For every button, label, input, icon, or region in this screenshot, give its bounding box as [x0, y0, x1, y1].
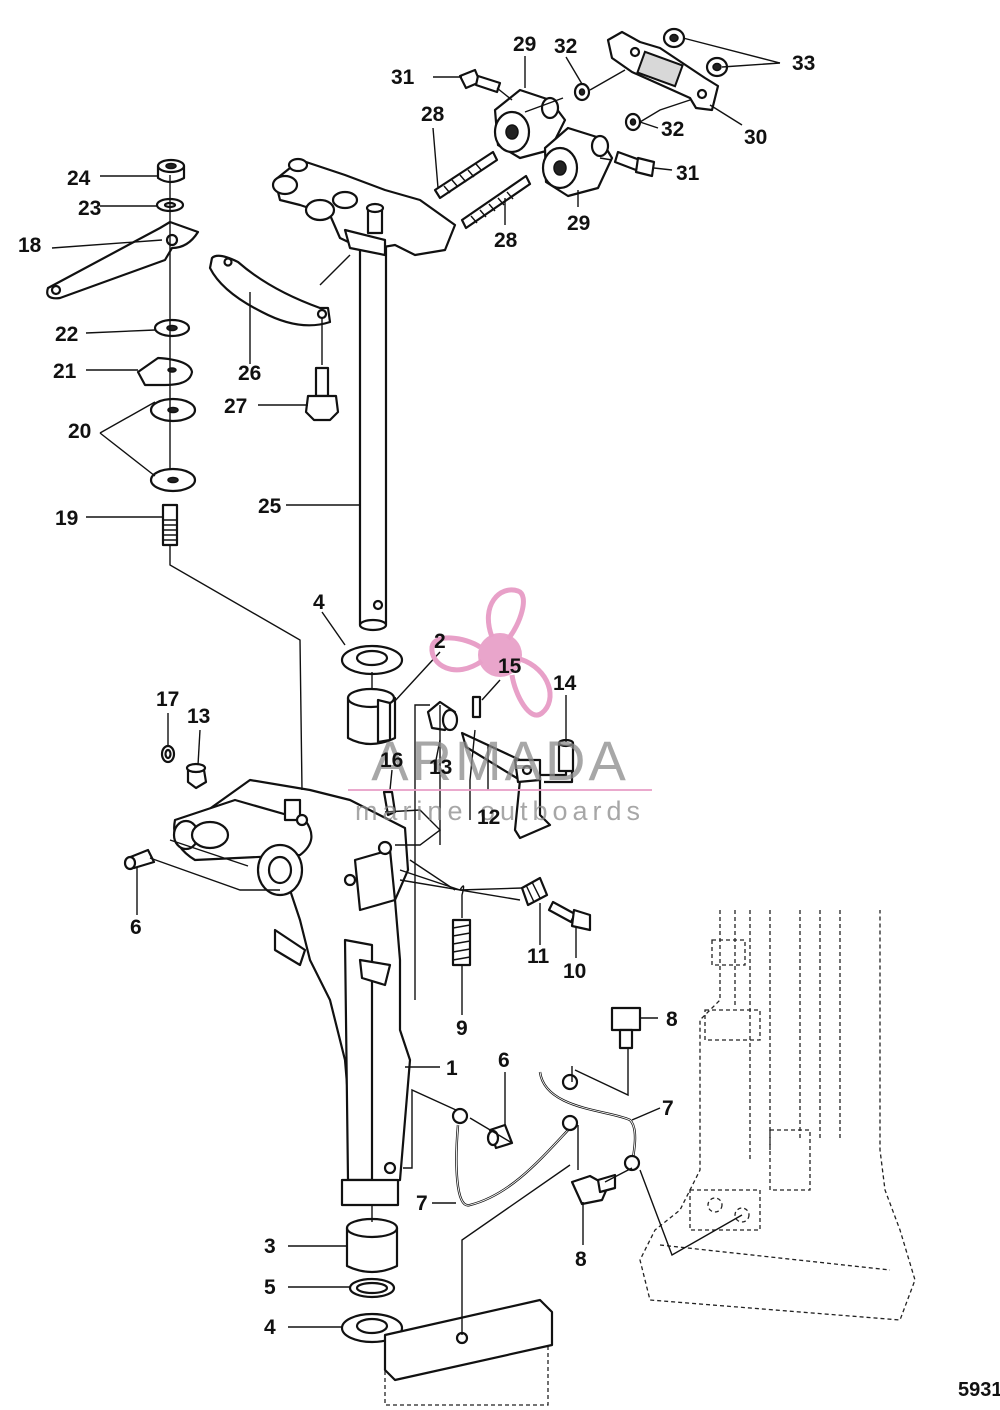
- callout-8-top: 8: [666, 1008, 678, 1031]
- callout-28-top: 28: [421, 103, 445, 126]
- ground-wire-7b: [538, 1071, 641, 1172]
- callout-13-right: 13: [429, 756, 452, 779]
- bolt-31-bottom: [613, 150, 656, 178]
- bolt-10: [547, 900, 592, 932]
- callout-8-bottom: 8: [575, 1248, 587, 1271]
- washer-17: [160, 744, 176, 764]
- callout-9: 9: [456, 1017, 468, 1040]
- hose-bracket: [208, 254, 332, 327]
- spring-11: [520, 876, 549, 907]
- callout-leaders: [51, 37, 781, 1328]
- callout-18: 18: [18, 234, 42, 257]
- callout-3: 3: [264, 1235, 276, 1258]
- callout-25: 25: [258, 495, 282, 518]
- callout-6-left: 6: [130, 916, 142, 939]
- bolt-8-top: [610, 1006, 642, 1050]
- callout-21: 21: [53, 360, 77, 383]
- callout-29-bottom: 29: [567, 212, 590, 235]
- callout-24: 24: [67, 167, 91, 190]
- watermark-brand: ARMADA: [371, 729, 629, 792]
- nut-33-top: [662, 27, 686, 49]
- callout-16: 16: [380, 749, 403, 772]
- callout-31-top: 31: [391, 66, 415, 89]
- callout-29-top: 29: [513, 33, 536, 56]
- bolt-31-top: [458, 68, 502, 94]
- washer-20a: [149, 397, 197, 423]
- mount-29-bottom: [541, 126, 614, 198]
- callout-13-left: 13: [187, 705, 210, 728]
- callout-7-left: 7: [416, 1192, 428, 1215]
- callout-33: 33: [792, 52, 815, 75]
- bushing-3: [345, 1217, 399, 1274]
- washer-4-top: [340, 644, 404, 676]
- callout-4-bottom: 4: [264, 1316, 276, 1339]
- callout-11: 11: [527, 945, 550, 968]
- grease-fitting-6-left: [123, 848, 156, 871]
- callout-15: 15: [498, 655, 522, 678]
- callout-28-bottom: 28: [494, 229, 518, 252]
- washer-5: [348, 1277, 396, 1299]
- steering-tube: [358, 233, 388, 632]
- washer-22: [153, 318, 191, 338]
- plate-21: [136, 356, 194, 387]
- assembly-lines: [149, 69, 743, 1335]
- callout-23: 23: [78, 197, 101, 220]
- callout-32-top: 32: [554, 35, 577, 58]
- callout-17: 17: [156, 688, 179, 711]
- callout-30: 30: [744, 126, 767, 149]
- callout-1: 1: [446, 1057, 458, 1080]
- stud-28-top: [433, 150, 499, 200]
- bushing-2: [346, 687, 397, 746]
- bushing-13-left: [185, 762, 208, 790]
- pin-15: [471, 695, 482, 719]
- bracket-30: [606, 30, 720, 112]
- spring-9: [451, 885, 472, 982]
- nut-33-bottom: [705, 56, 729, 78]
- callout-31-bottom: 31: [676, 162, 700, 185]
- swivel-bracket: [172, 778, 412, 1207]
- callout-12: 12: [477, 806, 500, 829]
- stud-28-bottom: [460, 174, 532, 230]
- callout-14: 14: [553, 672, 577, 695]
- bushing-13: [426, 700, 459, 732]
- ground-wire-7a: [451, 1107, 579, 1207]
- watermark-tagline: marine outboards: [355, 796, 645, 826]
- callout-20: 20: [68, 420, 91, 443]
- callout-4-top: 4: [313, 591, 325, 614]
- washer-32-top: [573, 82, 591, 102]
- callout-27: 27: [224, 395, 247, 418]
- callout-22: 22: [55, 323, 78, 346]
- anode-plate: [383, 1298, 554, 1382]
- washer-32-bottom: [624, 112, 642, 132]
- bolt-8-bottom: [570, 1173, 617, 1206]
- callout-26: 26: [238, 362, 261, 385]
- lower-unit-outline: [384, 910, 916, 1406]
- callout-7-right: 7: [662, 1097, 674, 1120]
- steering-link: [46, 220, 200, 300]
- nut-24: [156, 158, 186, 184]
- callout-labels: 1 2 3 4 4 5 6 6 7 7 8 8 9 10 11 12 13 13…: [18, 33, 815, 1339]
- steering-arm-yoke: [271, 157, 457, 257]
- callout-2: 2: [434, 630, 446, 653]
- mount-29-top: [493, 88, 567, 160]
- callout-5: 5: [264, 1276, 276, 1299]
- bolt-27: [304, 366, 340, 422]
- washer-20b: [149, 467, 197, 493]
- callout-19: 19: [55, 507, 78, 530]
- stud-19: [161, 503, 179, 547]
- callout-6-right: 6: [498, 1049, 510, 1072]
- propeller-logo-icon: [429, 587, 553, 718]
- callout-10: 10: [563, 960, 586, 983]
- lock-lever-12: [460, 731, 574, 840]
- callout-32-bottom: 32: [661, 118, 684, 141]
- figure-code: 5931: [958, 1379, 1000, 1401]
- watermark: ARMADA marine outboards: [348, 587, 652, 826]
- knob-14: [557, 738, 575, 773]
